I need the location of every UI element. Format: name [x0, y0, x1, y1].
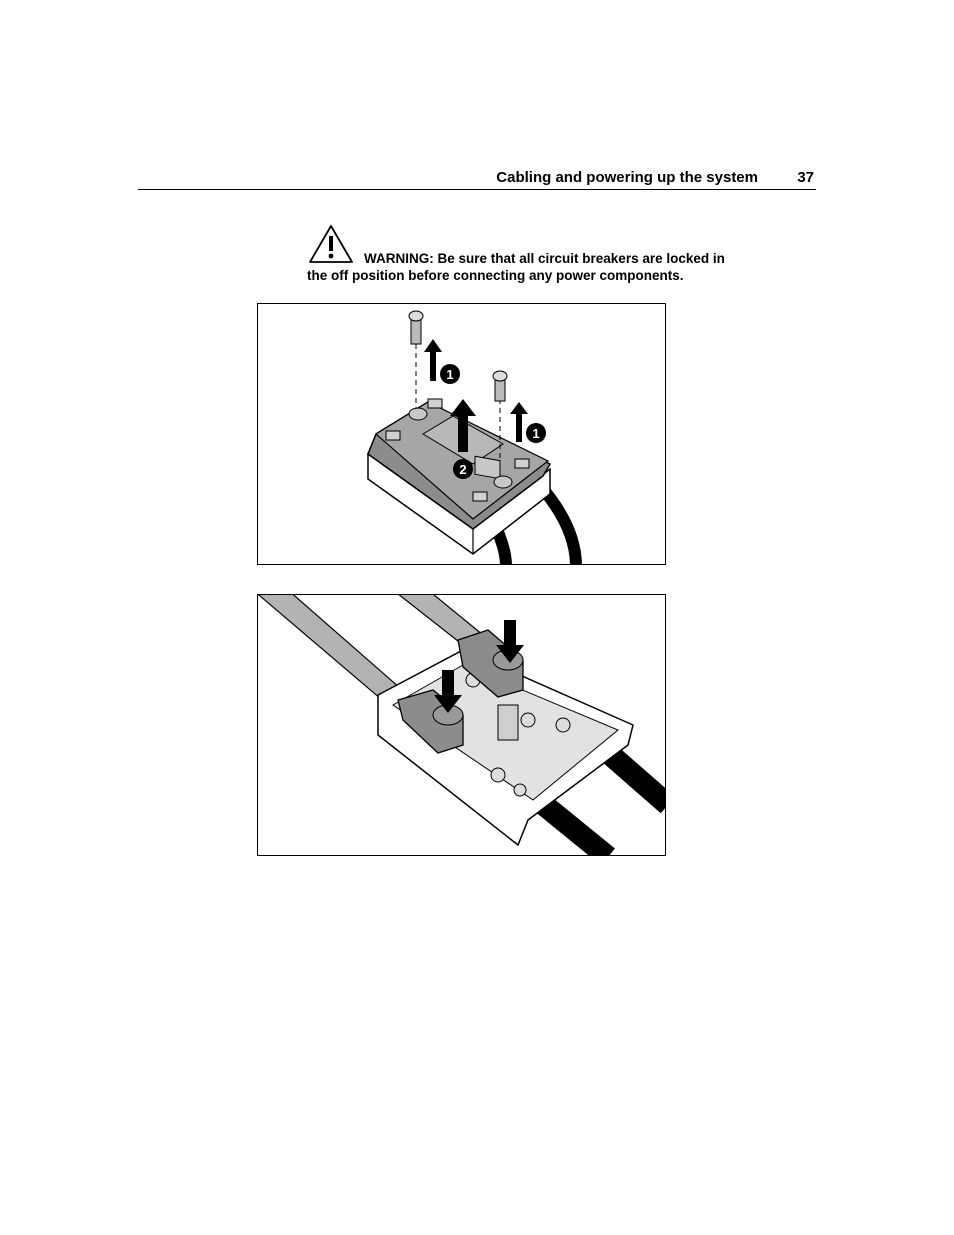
page-number: 37	[797, 169, 814, 186]
warning-text-line1: WARNING: Be sure that all circuit breake…	[364, 251, 725, 266]
section-title: Cabling and powering up the system	[496, 169, 758, 186]
warning-triangle-icon	[309, 225, 353, 263]
cable-connection-illustration	[257, 594, 666, 856]
cover-removal-illustration: 1 1 2	[257, 303, 666, 565]
callout-2: 2	[459, 462, 466, 477]
warning-text-line2: the off position before connecting any p…	[307, 268, 684, 283]
callout-1a: 1	[446, 367, 453, 382]
callout-1b: 1	[532, 426, 539, 441]
page-header: Cabling and powering up the system 37	[138, 167, 816, 190]
